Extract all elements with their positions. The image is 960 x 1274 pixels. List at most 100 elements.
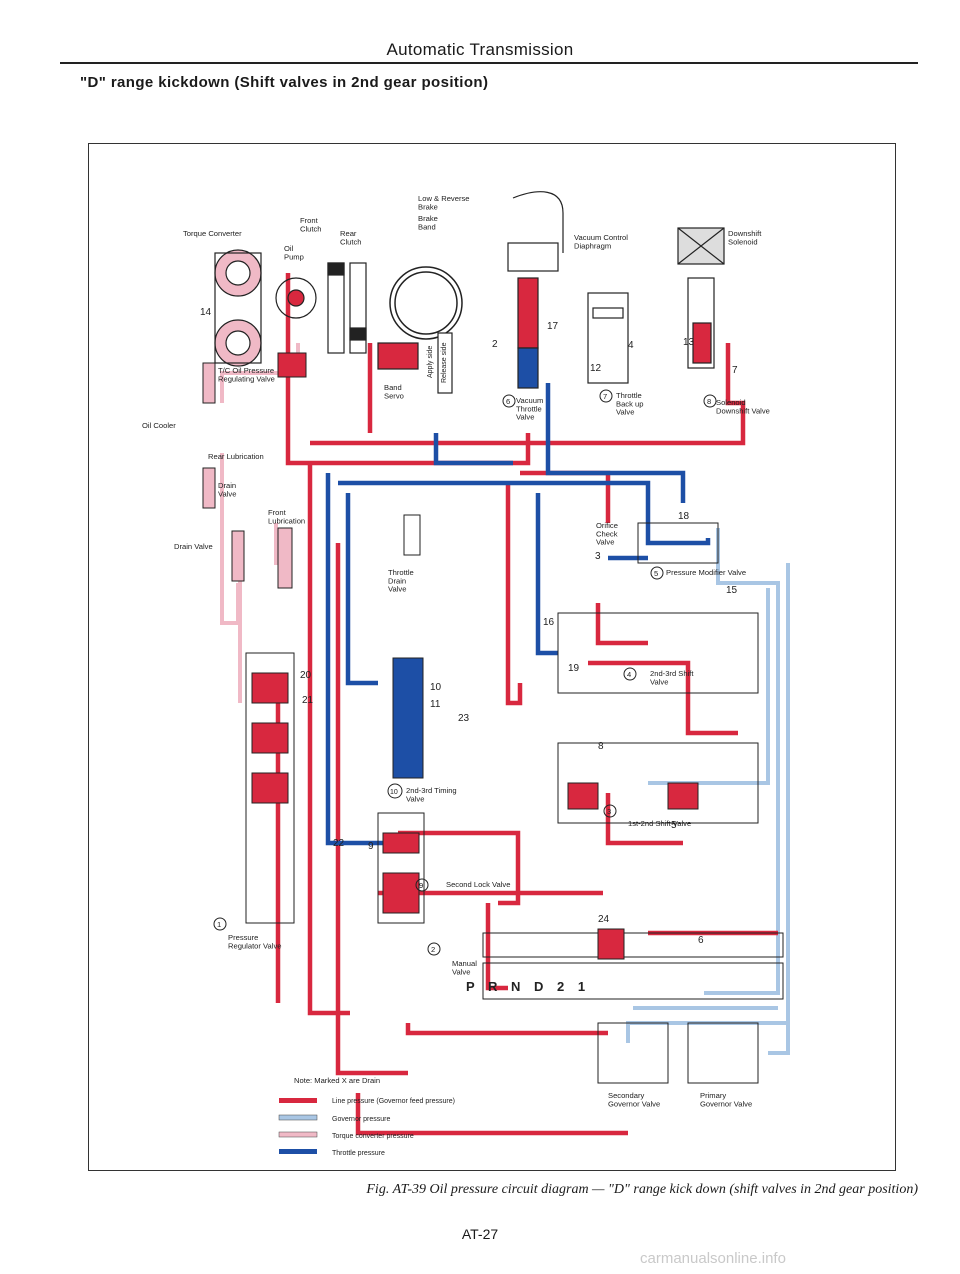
port-number: 21 xyxy=(302,695,314,706)
circled-number-6: 6 xyxy=(506,397,510,406)
port-number: 8 xyxy=(598,741,604,752)
label-oil-cooler: Oil Cooler xyxy=(142,421,176,430)
header-title: Automatic Transmission xyxy=(386,40,574,59)
shift-valve-bodies xyxy=(557,612,759,824)
circled-numbers xyxy=(213,389,717,956)
port-number: 19 xyxy=(568,663,580,674)
label-pressure-modifier: Pressure Modifier Valve xyxy=(666,568,746,577)
oil-pump xyxy=(275,277,317,319)
circled-number-3: 3 xyxy=(607,807,611,816)
brake-band xyxy=(389,266,463,340)
label-shift-12: 1st-2nd Shift Valve xyxy=(628,819,691,828)
legend-swatch-governor xyxy=(278,1114,318,1121)
circled-number-2: 2 xyxy=(431,945,435,954)
second-lock-body xyxy=(377,812,425,924)
throttle-drain-body xyxy=(403,514,421,556)
label-apply-side: Apply side xyxy=(427,346,434,378)
circled-number-1: 1 xyxy=(217,920,221,929)
port-number: 11 xyxy=(430,699,441,710)
torque-converter xyxy=(214,249,262,367)
port-number: 9 xyxy=(368,841,374,852)
page-number: AT-27 xyxy=(461,1226,499,1242)
port-number: 24 xyxy=(598,914,610,925)
circled-number-10: 10 xyxy=(390,789,398,796)
legend-label-throttle: Throttle pressure xyxy=(332,1150,385,1157)
port-number: 7 xyxy=(732,365,738,376)
circled-number-8: 8 xyxy=(707,397,711,406)
governor-bodies xyxy=(597,1022,759,1084)
legend: Line pressure (Governor feed pressure) G… xyxy=(278,1098,455,1157)
header-rule xyxy=(60,62,918,64)
governor-pressure-lines xyxy=(626,528,790,1055)
throttle-backup-body xyxy=(587,292,629,384)
diagram-frame xyxy=(88,143,896,1171)
vacuum-diaphragm xyxy=(507,191,564,389)
legend-swatch-torque xyxy=(278,1131,318,1138)
port-number: 6 xyxy=(698,935,704,946)
tc-regulator-body xyxy=(202,352,307,404)
timing-valve-body xyxy=(392,657,424,779)
port-number: 16 xyxy=(543,617,555,628)
clutch-pack xyxy=(327,262,367,354)
port-number: 10 xyxy=(430,682,442,693)
watermark: carmanualsonline.info xyxy=(640,1250,786,1267)
circled-number-4: 4 xyxy=(627,670,631,679)
port-number: 22 xyxy=(333,838,345,849)
port-number: 18 xyxy=(678,511,690,522)
port-number: 15 xyxy=(726,585,738,596)
circled-number-7: 7 xyxy=(603,392,607,401)
legend-label-governor: Governor pressure xyxy=(332,1116,390,1123)
downshift-solenoid xyxy=(677,227,725,369)
legend-swatch-line xyxy=(279,1098,317,1103)
label-release-side: Release side xyxy=(441,342,448,383)
port-number: 14 xyxy=(200,307,212,318)
pressure-modifier-body xyxy=(637,522,719,564)
figure-caption: Fig. AT-39 Oil pressure circuit diagram … xyxy=(366,1182,918,1197)
circled-number-9: 9 xyxy=(419,881,423,890)
port-number: 2 xyxy=(492,339,498,350)
port-number: 3 xyxy=(595,551,601,562)
legend-label-line: Line pressure (Governor feed pressure) xyxy=(332,1098,455,1105)
port-number: 20 xyxy=(300,670,312,681)
port-number: 12 xyxy=(590,363,602,374)
port-number: 23 xyxy=(458,713,470,724)
label-second-lock: Second Lock Valve xyxy=(446,880,510,889)
section-heading: "D" range kickdown (Shift valves in 2nd … xyxy=(80,74,489,91)
port-number: 5 xyxy=(671,820,677,831)
circled-number-5: 5 xyxy=(654,569,658,578)
label-rear-lubrication: Rear Lubrication xyxy=(208,452,264,461)
band-servo xyxy=(377,332,453,394)
drain-valve-bodies xyxy=(202,467,293,589)
label-prnd: P R N D 2 1 xyxy=(466,979,590,994)
drain-note: Note: Marked X are Drain xyxy=(294,1076,380,1085)
pressure-regulator-body xyxy=(245,652,295,924)
legend-swatch-throttle xyxy=(279,1149,317,1154)
label-torque-converter: Torque Converter xyxy=(183,229,242,238)
label-drain-valve: Drain Valve xyxy=(174,542,213,551)
port-number: 4 xyxy=(628,340,634,351)
port-number: 17 xyxy=(547,321,559,332)
